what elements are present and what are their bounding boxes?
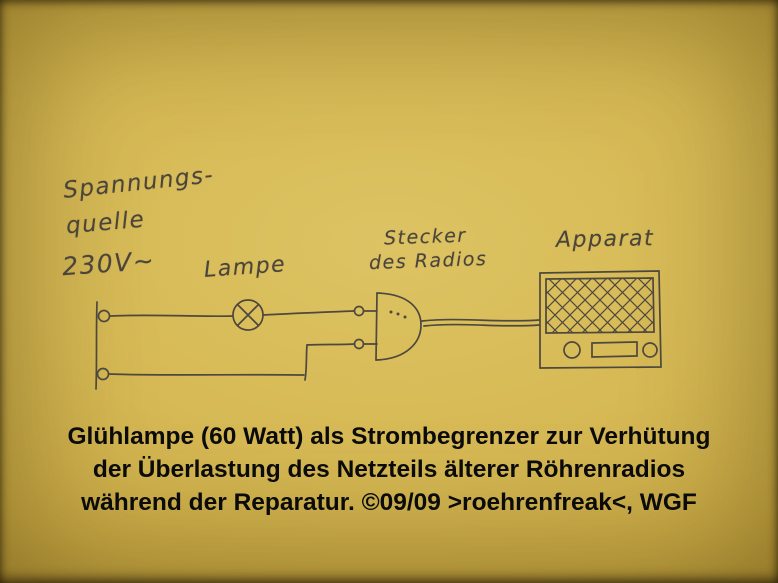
plug-pin-bottom <box>353 338 365 350</box>
radio-speaker-grille <box>545 277 655 334</box>
source-terminal-top <box>97 309 111 323</box>
wire-source-to-lamp <box>109 314 234 318</box>
wire-bottom-riser <box>304 344 308 381</box>
label-plug-line1: Stecker <box>383 224 468 250</box>
cord-line-2 <box>423 323 540 327</box>
label-apparatus: Apparat <box>555 226 655 253</box>
wire-riser-to-plug <box>306 343 355 346</box>
radio-outline <box>539 270 662 369</box>
caption-block: Glühlampe (60 Watt) als Strombegrenzer z… <box>0 420 778 519</box>
caption-line-1: Glühlampe (60 Watt) als Strombegrenzer z… <box>67 423 711 450</box>
radio-knob-right <box>642 342 658 358</box>
radio-dial-window <box>591 341 638 358</box>
wire-lamp-to-plug <box>262 310 355 316</box>
lamp-symbol <box>232 299 264 331</box>
plug-symbol <box>353 292 422 361</box>
radio-knob-left <box>563 341 581 359</box>
cord-line-1 <box>421 318 540 322</box>
plug-body <box>375 292 422 361</box>
voltage-source-symbol <box>95 301 111 390</box>
plug-pin-top <box>353 305 365 317</box>
caption-line-3: während der Reparatur. ©09/09 >roehrenfr… <box>81 489 697 516</box>
source-bracket-line <box>95 301 98 390</box>
label-plug-line2: des Radios <box>368 247 488 275</box>
lamp-cross-2 <box>237 304 259 326</box>
wire-bottom <box>108 373 305 376</box>
plug-dots <box>389 310 407 319</box>
caption-line-2: der Überlastung des Netzteils älterer Rö… <box>92 456 686 483</box>
source-terminal-bottom <box>96 367 110 381</box>
radio-symbol <box>539 270 662 369</box>
plug-flat-edge <box>375 292 378 361</box>
